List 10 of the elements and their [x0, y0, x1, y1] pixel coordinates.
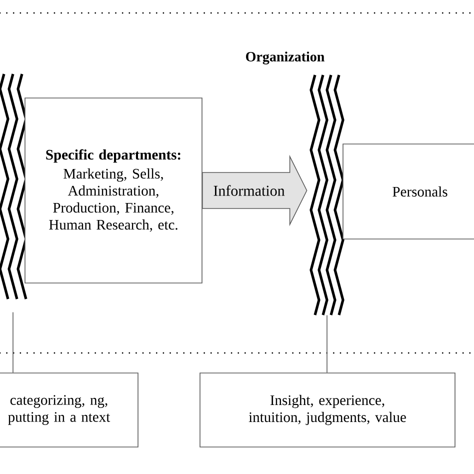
- knowledge-box: Insight, experience, intuition, judgments, value: [200, 372, 456, 448]
- process-box: categorizing, ng, putting in a ntext: [0, 372, 138, 448]
- edge-label: Information: [214, 185, 285, 196]
- wall-drawing: [310, 74, 344, 316]
- department-box: Specific departments: Marketing, Sells, Administration, Production, Finance, Human Research, etc.: [24, 98, 202, 284]
- section-heading: Organization: [246, 52, 324, 64]
- wall-drawing: [0, 74, 28, 300]
- personals-box: Personals: [342, 144, 474, 240]
- connector-line: [326, 314, 328, 373]
- connector-line: [12, 312, 14, 373]
